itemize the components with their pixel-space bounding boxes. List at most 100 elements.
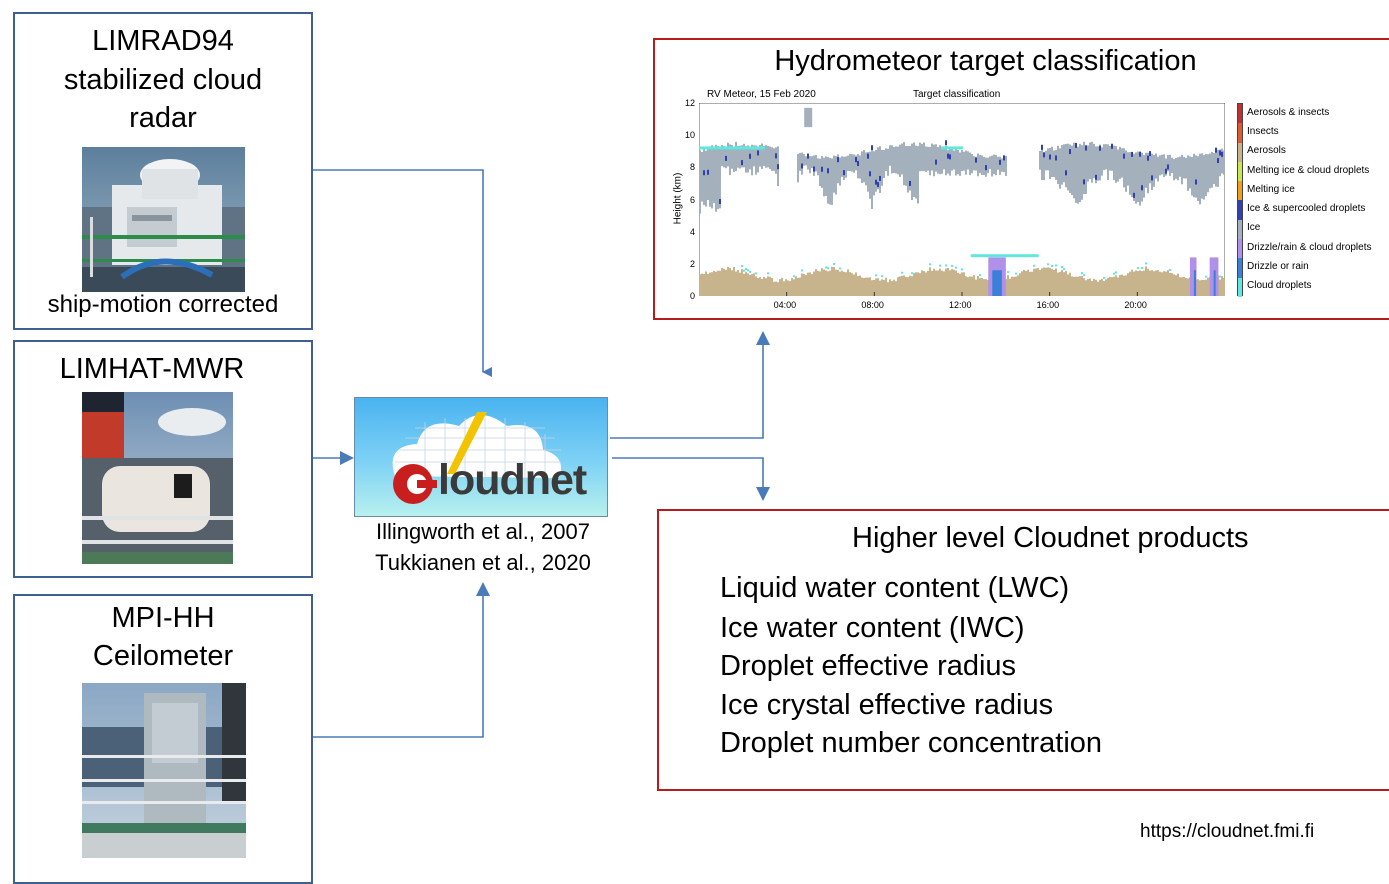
aerosol-layer-cell [837,269,839,296]
supercooled-cell [741,160,743,166]
aerosol-layer-cell [899,276,901,296]
ice-cloud-cell [1065,143,1067,188]
supercooled-cell [843,170,845,176]
y-tick-label: 10 [684,130,695,141]
legend-swatch [1238,161,1242,182]
ice-cloud-cell [829,157,831,205]
aerosol-layer-cell [1025,270,1027,296]
aerosol-layer-cell [1133,271,1135,296]
aerosol-layer-cell [1143,270,1145,296]
cloud-droplet-cell [703,146,705,150]
supercooled-cell [807,153,809,159]
aerosol-layer-cell [875,278,877,296]
ice-cloud-cell [1041,149,1043,181]
cloud-droplet-cell [957,146,959,150]
legend-label: Aerosols [1247,145,1286,157]
ice-cloud-cell [1221,148,1223,174]
ice-cloud-cell [1087,145,1089,182]
ice-cloud-cell [871,150,873,209]
ice-cloud-cell [1077,146,1079,204]
x-tick-label: 12:00 [949,300,972,310]
ice-cloud-cell [825,156,827,196]
ice-cloud-cell [929,146,931,176]
aerosol-layer-cell [1135,270,1137,296]
ice-cloud-cell [1143,155,1145,198]
cloud-droplet-cell [970,254,1039,258]
aerosol-layer-cell [761,278,763,296]
supercooled-cell [1165,168,1167,174]
aerosol-layer-cell [919,273,921,296]
ice-cloud-cell [847,155,849,171]
cloud-droplet-cell [767,272,769,275]
ice-cloud-cell [827,156,829,204]
aerosol-layer-cell [787,280,789,296]
aerosol-layer-cell [829,270,831,296]
ice-cloud-cell [1185,157,1187,179]
ice-cloud-cell [949,146,951,176]
ice-cloud-cell [759,145,761,167]
ice-cloud-cell [739,145,741,169]
aerosol-layer-cell [893,279,895,296]
aerosol-layer-cell [819,271,821,296]
supercooled-cell [875,179,877,185]
supercooled-cell [975,157,977,163]
aerosol-layer-cell [929,267,931,296]
ice-cloud-cell [939,145,941,175]
ice-cloud-cell [893,147,895,173]
ice-cloud-cell [1193,153,1195,198]
rain-column [1193,270,1196,296]
aerosol-layer-cell [1205,279,1207,296]
y-tick-label: 2 [689,258,695,269]
aerosol-layer-cell [1165,271,1167,296]
supercooled-cell [1167,164,1169,170]
aerosol-layer-cell [733,267,735,296]
cloud-droplet-cell [1113,272,1115,275]
ice-cloud-cell [729,144,731,176]
ice-cloud-cell [1049,147,1051,179]
ice-cloud-cell [1055,149,1057,180]
ice-cloud-cell [1139,151,1141,206]
supercooled-cell [1069,149,1071,155]
supercooled-cell [879,175,881,181]
aerosol-layer-cell [903,275,905,296]
cloud-droplet-cell [945,264,947,267]
aerosol-layer-cell [865,277,867,296]
aerosol-layer-cell [1093,278,1095,296]
cloud-droplet-cell [955,266,957,269]
cloud-droplet-cell [801,269,803,272]
rain-column [992,270,1002,296]
cloud-icon [392,412,561,504]
cloud-droplet-cell [945,146,947,150]
cloud-droplet-cell [717,146,719,150]
ice-cloud-cell [895,146,897,174]
ice-cloud-cell [1119,146,1121,179]
cloudnet-url[interactable]: https://cloudnet.fmi.fi [1140,821,1315,842]
aerosol-layer-cell [773,281,775,296]
aerosol-layer-cell [1063,272,1065,296]
aerosol-layer-cell [753,273,755,296]
ice-cloud-cell [815,154,817,172]
ice-cloud-cell [1153,154,1155,187]
legend-swatch [1238,104,1242,124]
aerosol-layer-cell [1023,269,1025,296]
ice-cloud-cell [877,147,879,190]
ice-cloud-cell [917,146,919,204]
aerosol-layer-cell [741,269,743,296]
aerosol-layer-cell [1041,268,1043,296]
ice-cloud-cell [1131,152,1133,198]
aerosol-layer-cell [1219,279,1221,296]
ice-cloud-cell [857,154,859,179]
ice-cloud-cell [1215,151,1217,187]
cloud-droplet-cell [1033,264,1035,267]
ice-cloud-cell [1205,153,1207,197]
aerosol-layer-cell [1155,270,1157,296]
cloud-droplet-cell [1219,275,1221,278]
supercooled-cell [985,165,987,171]
ice-cloud-cell [905,146,907,186]
aerosol-layer-cell [933,268,935,296]
ice-cloud-cell [863,150,865,183]
aerosol-layer-cell [797,277,799,296]
cloud-droplet-cell [743,146,745,150]
ice-cloud-cell [727,142,729,167]
ice-cloud-cell [1083,141,1085,195]
